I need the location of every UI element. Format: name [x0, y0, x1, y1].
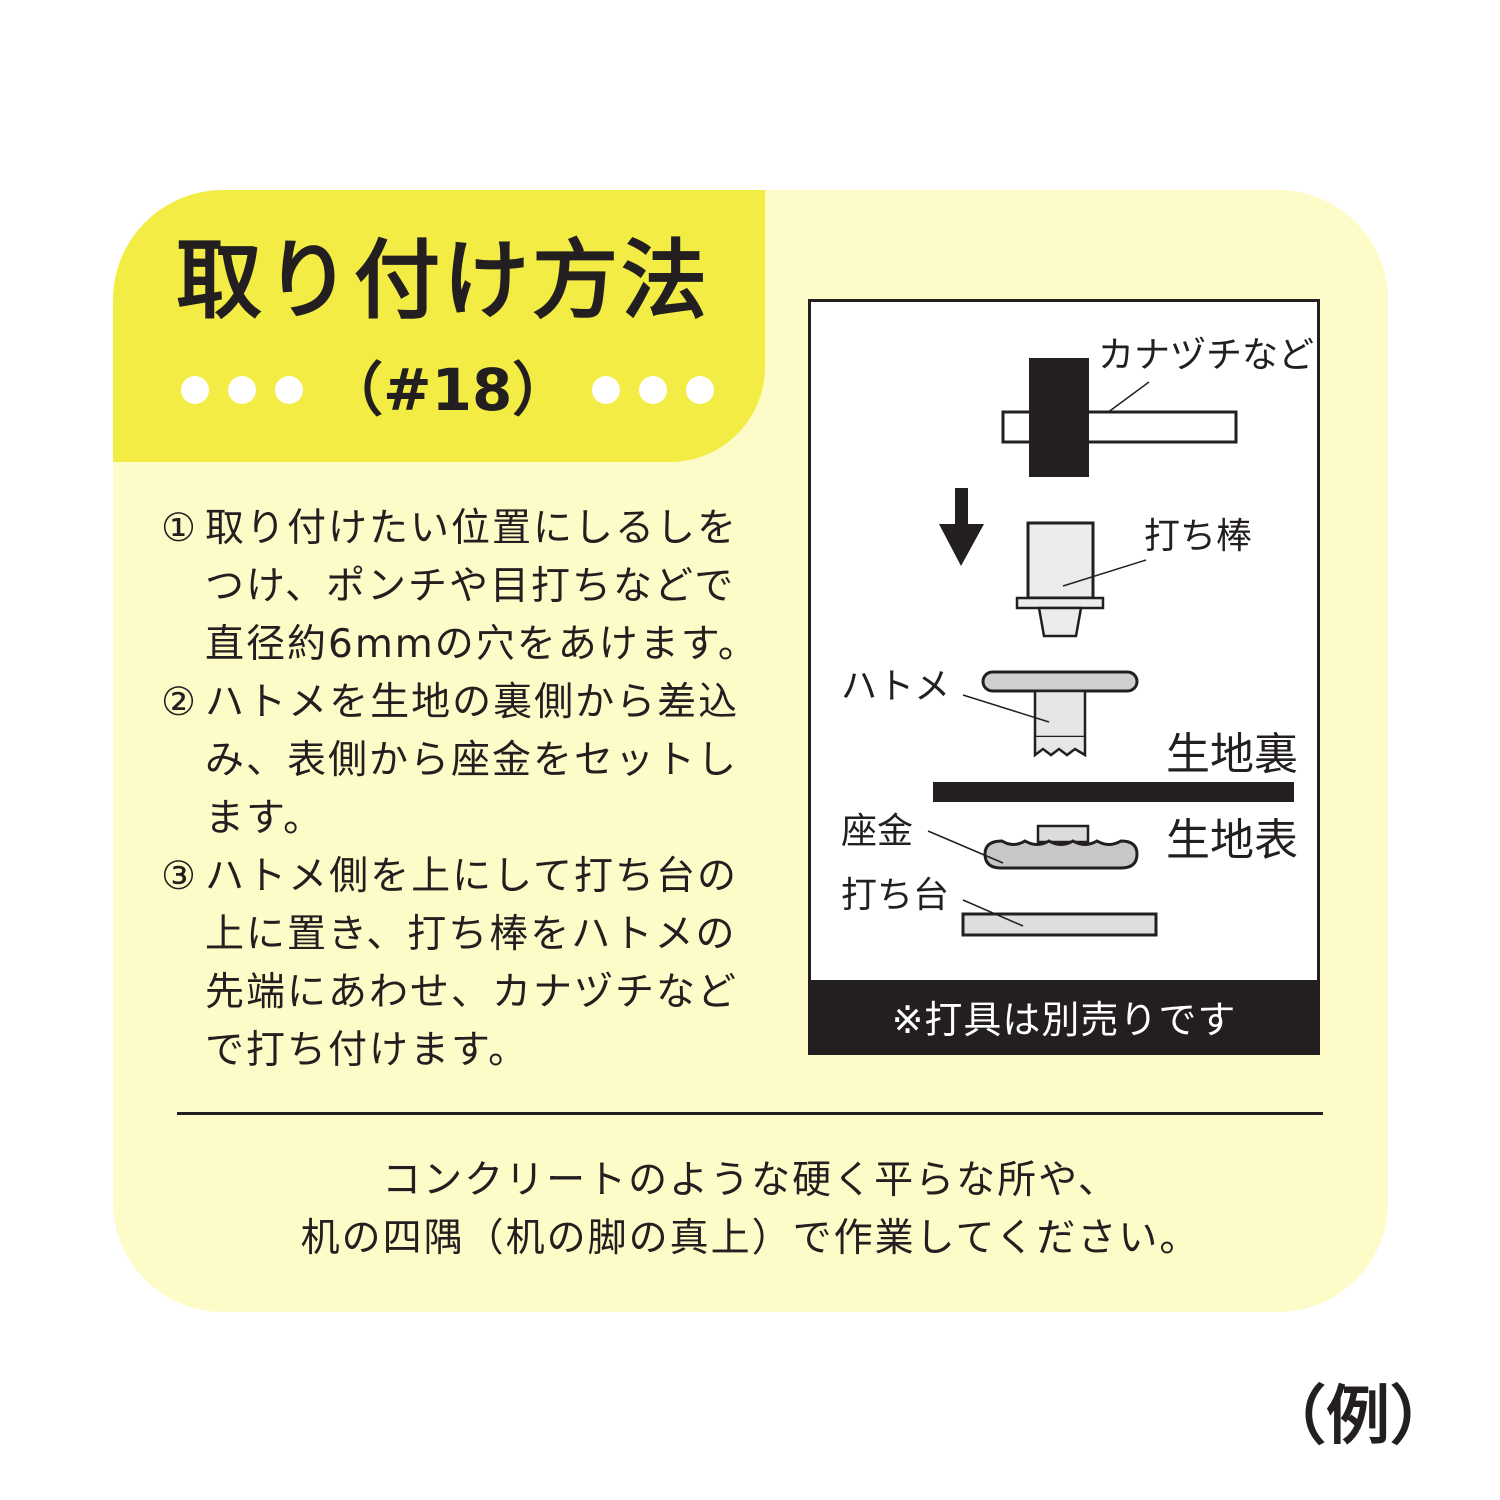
step-item: ③ ハトメ側を上にして打ち台の上に置き、打ち棒をハトメの先端にあわせ、カナヅチな… [161, 848, 781, 1080]
eyelet-label: ハトメ [841, 666, 951, 707]
page-title: 取り付け方法 [176, 231, 710, 331]
step-number: ① [161, 506, 198, 551]
eyelet-flange [981, 670, 1139, 693]
dot-decoration [228, 376, 256, 404]
step-text: 取り付けたい位置にしるしをつけ、ポンチや目打ちなどで直径約6mmの穴をあけます。 [205, 506, 759, 667]
anvil-block [961, 912, 1158, 937]
diagram-drawing [927, 358, 1294, 937]
down-arrow-icon [939, 524, 984, 566]
washer-body [983, 839, 1139, 870]
footer-line: コンクリートのような硬く平らな所や、 [382, 1158, 1119, 1203]
instruction-card: 取り付け方法 （#18） ① 取り付けたい位置にしるしをつけ、ポンチや目打ちなど… [113, 190, 1388, 1312]
punch-tip [1037, 606, 1083, 638]
eyelet-leader-line [962, 694, 1050, 723]
dot-decoration [686, 376, 715, 404]
dot-decoration [275, 376, 303, 404]
step-item: ② ハトメを生地の裏側から差込み、表側から座金をセットします。 [161, 674, 781, 848]
fabric-front-label: 生地表 [1166, 815, 1298, 866]
example-label: （例） [1262, 1380, 1454, 1454]
anvil-label: 打ち台 [841, 875, 950, 916]
sold-separately-note: ※打具は別売りです [811, 980, 1317, 1052]
anvil-leader-line [962, 899, 1024, 927]
hammer-leader-line [1106, 381, 1150, 414]
divider [177, 1112, 1323, 1115]
footer-note: コンクリートのような硬く平らな所や、 机の四隅（机の脚の真上）で作業してください… [113, 1152, 1388, 1268]
dot-decoration [639, 376, 668, 404]
left-dots [181, 376, 303, 404]
fabric-back-label: 生地裏 [1166, 729, 1298, 780]
dot-decoration [592, 376, 621, 404]
washer-collar [1036, 824, 1090, 844]
step-item: ① 取り付けたい位置にしるしをつけ、ポンチや目打ちなどで直径約6mmの穴をあけま… [161, 500, 781, 674]
subtitle-row: （#18） [181, 356, 715, 424]
title-panel: 取り付け方法 （#18） [113, 190, 765, 462]
step-text: ハトメを生地の裏側から差込み、表側から座金をセットします。 [205, 680, 740, 841]
footer-line: 机の四隅（机の脚の真上）で作業してください。 [300, 1216, 1201, 1261]
punch-flange [1015, 596, 1105, 610]
steps-list: ① 取り付けたい位置にしるしをつけ、ポンチや目打ちなどで直径約6mmの穴をあけま… [161, 500, 781, 1080]
eyelet-barrel [1033, 689, 1087, 739]
punch-label: 打ち棒 [1144, 516, 1253, 557]
arrow-shaft [955, 488, 968, 526]
washer-label: 座金 [841, 811, 914, 852]
assembly-diagram: カナヅチなど 打ち棒 ハトメ 生地裏 座金 生地表 打ち台 ※打具は別売りです [808, 299, 1320, 1055]
dot-decoration [181, 376, 209, 404]
model-subtitle: （#18） [325, 356, 571, 424]
step-number: ③ [161, 854, 198, 899]
right-dots [592, 376, 715, 404]
hammer-head [1029, 358, 1089, 477]
washer-leader-line [927, 830, 1004, 864]
punch-body [1026, 521, 1095, 600]
eyelet-teeth [1033, 737, 1087, 758]
fabric-layer [933, 782, 1294, 802]
punch-leader-line [1062, 559, 1147, 587]
step-text: ハトメ側を上にして打ち台の上に置き、打ち棒をハトメの先端にあわせ、カナヅチなどで… [205, 854, 739, 1073]
hammer-label: カナヅチなど [1098, 335, 1315, 376]
step-number: ② [161, 680, 198, 725]
